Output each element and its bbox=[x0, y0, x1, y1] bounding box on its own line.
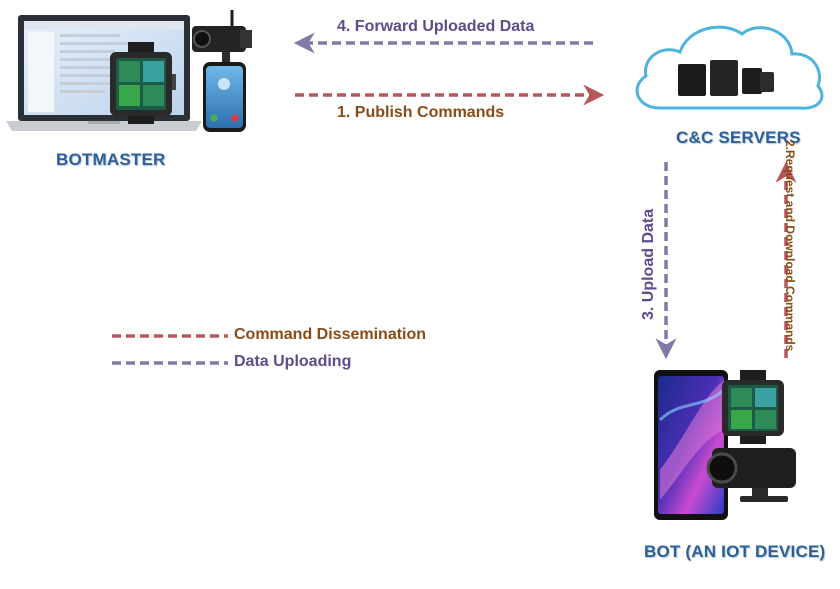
smartwatch-icon bbox=[110, 42, 176, 124]
smartphone-icon bbox=[203, 62, 246, 132]
forward-uploaded-data-label: 4. Forward Uploaded Data bbox=[337, 18, 535, 35]
legend-data-uploading: Data Uploading bbox=[234, 353, 352, 370]
smartwatch-icon bbox=[722, 370, 784, 444]
security-camera-icon bbox=[706, 448, 796, 502]
botmaster-label: BOTMASTER bbox=[56, 150, 166, 169]
bot-label: BOT (AN IOT DEVICE) bbox=[644, 542, 826, 561]
request-download-commands-label: 2.Request and Download Commands bbox=[783, 140, 797, 352]
cc-servers-label: C&C SERVERS bbox=[676, 128, 801, 147]
publish-commands-label: 1. Publish Commands bbox=[337, 104, 505, 121]
server-icon bbox=[678, 60, 774, 96]
smartphone-icon bbox=[654, 370, 728, 520]
upload-data-label: 3. Upload Data bbox=[640, 208, 657, 320]
laptop-icon bbox=[6, 15, 202, 131]
security-camera-icon bbox=[192, 10, 252, 62]
legend-command-dissemination: Command Dissemination bbox=[234, 326, 427, 343]
